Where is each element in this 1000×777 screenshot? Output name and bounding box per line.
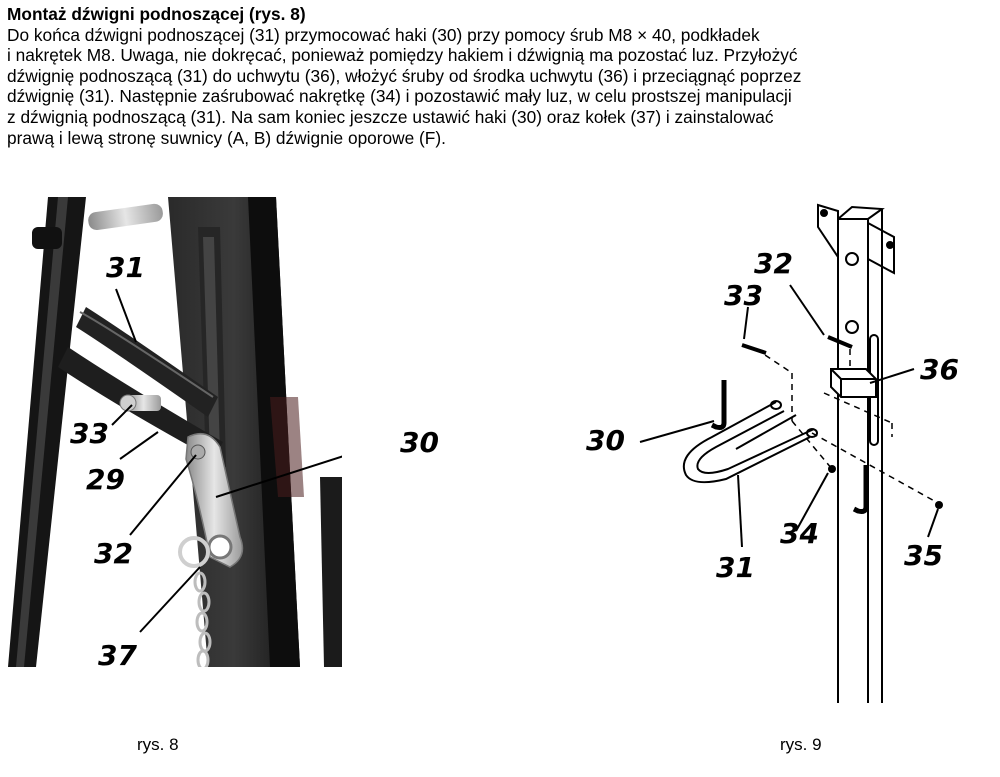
assembly-lines [755,348,939,504]
label-32: 32 [754,247,793,280]
paragraph-line: prawą i lewą stronę suwnicy (A, B) dźwig… [7,127,446,148]
label-29: 29 [86,463,125,496]
label-35: 35 [904,539,943,572]
instructions-text: Montaż dźwigni podnoszącej (rys. 8) Do k… [7,4,997,148]
figure-9-caption: rys. 9 [780,735,822,754]
label-33: 33 [70,417,109,450]
paragraph-line: dźwignię podnoszącą (31) do uchwytu (36)… [7,65,802,86]
paragraph-line: i nakrętek M8. Uwaga, nie dokręcać, poni… [7,45,798,66]
label-30: 30 [400,426,439,459]
label-37: 37 [98,639,137,667]
bolt-33 [119,394,161,412]
top-bolt [32,203,163,249]
instruction-paragraph: Do końca dźwigni podnoszącej (31) przymo… [7,25,997,149]
label-36: 36 [920,353,959,386]
figure-8-callout-30: 30 [400,426,439,459]
paragraph-line: dźwignię (31). Następnie zaśrubować nakr… [7,86,792,107]
paragraph-line: z dźwignią podnoszącą (31). Na sam konie… [7,106,774,127]
hooks-30 [710,380,869,514]
hook-plate [185,432,244,568]
label-32: 32 [94,537,133,570]
figure-9-drawing: 32 33 36 30 34 31 35 [586,203,959,703]
paragraph-line: Do końca dźwigni podnoszącej (31) przymo… [7,24,760,45]
leader-lines [111,288,342,633]
label-30: 30 [586,424,625,457]
lever-31 [682,400,818,484]
label-31: 31 [716,551,755,584]
frame-tubes [8,197,342,667]
nut-35 [935,501,943,509]
label-34: 34 [780,517,819,550]
label-31: 31 [106,251,145,284]
bolts [741,335,853,355]
upright-post [817,203,895,703]
section-heading: Montaż dźwigni podnoszącej (rys. 8) [7,4,306,24]
pin-37-with-chain [178,536,212,667]
label-33: 33 [724,279,763,312]
figure-8-photo: 31 33 29 32 37 [8,197,342,667]
figure-8-caption: rys. 8 [137,735,179,754]
leader-lines-fig9 [639,284,939,548]
